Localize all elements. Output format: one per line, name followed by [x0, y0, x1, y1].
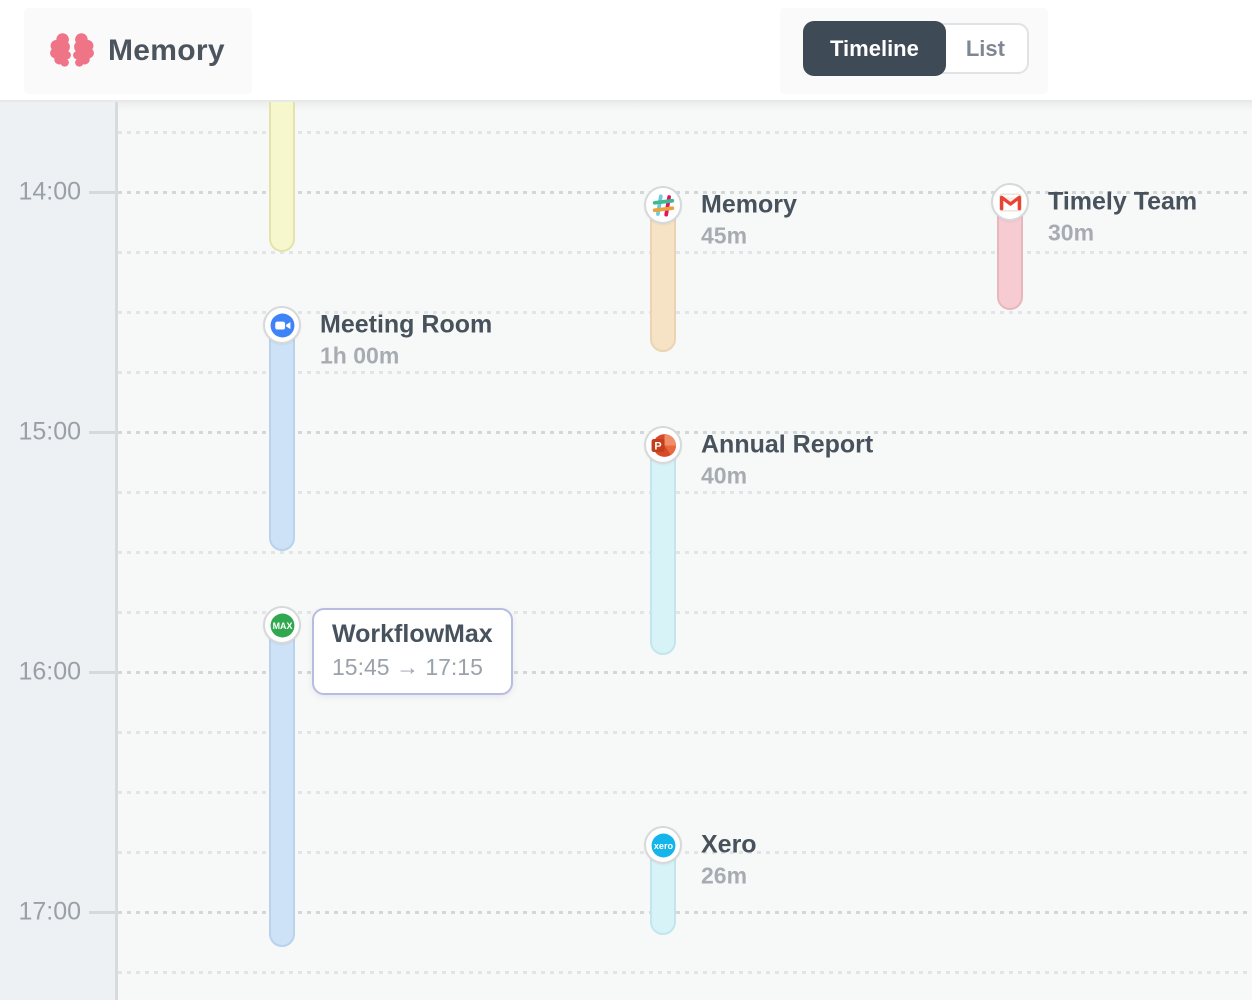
timeline-tab[interactable]: Timeline — [803, 21, 946, 76]
svg-text:P: P — [654, 440, 661, 452]
quarter-gridline — [118, 491, 1252, 494]
hour-tick — [89, 671, 115, 674]
hour-gridline — [118, 911, 1252, 914]
workflowmax-icon: MAX — [263, 606, 301, 644]
timeline-sidebar: 14:00 15:00 16:00 17:00 — [0, 102, 115, 1000]
view-toggle-panel: Timeline List — [780, 8, 1048, 94]
zoom-icon — [263, 306, 301, 344]
event-tooltip: WorkflowMax 15:45 → 17:15 — [312, 608, 513, 695]
slack-icon — [644, 186, 682, 224]
svg-text:xero: xero — [653, 840, 673, 850]
quarter-gridline — [118, 611, 1252, 614]
quarter-gridline — [118, 791, 1252, 794]
event-duration: 45m — [701, 222, 748, 249]
quarter-gridline — [118, 131, 1252, 134]
hour-tick — [89, 911, 115, 914]
event-pill-workflowmax[interactable] — [269, 612, 295, 947]
hour-label: 14:00 — [18, 177, 81, 206]
header-shadow — [118, 102, 1252, 111]
logo-panel: Memory — [24, 8, 252, 94]
hour-label: 16:00 — [18, 657, 81, 686]
event-title: Timely Team — [1048, 187, 1198, 216]
quarter-gridline — [118, 971, 1252, 974]
hour-tick — [89, 431, 115, 434]
event-duration: 40m — [701, 462, 748, 489]
hour-gridline — [118, 671, 1252, 674]
powerpoint-icon: P — [644, 426, 682, 464]
hour-label: 17:00 — [18, 897, 81, 926]
quarter-gridline — [118, 731, 1252, 734]
event-duration: 1h 00m — [320, 342, 400, 369]
gmail-icon — [991, 183, 1029, 221]
event-duration: 30m — [1048, 219, 1095, 246]
hour-gridline — [118, 431, 1252, 434]
event-pill-earlier-entry[interactable] — [269, 102, 295, 252]
quarter-gridline — [118, 251, 1252, 254]
app-title: Memory — [108, 34, 225, 67]
view-toggle: Timeline List — [803, 21, 1029, 76]
hour-label: 15:00 — [18, 417, 81, 446]
app-header: Memory Timeline List — [0, 0, 1252, 102]
event-title: Memory — [701, 190, 797, 219]
list-tab[interactable]: List — [931, 23, 1029, 74]
event-pill-annual-report[interactable] — [650, 432, 676, 655]
quarter-gridline — [118, 551, 1252, 554]
quarter-gridline — [118, 311, 1252, 314]
event-title: Xero — [701, 830, 757, 859]
timeline-axis-border — [115, 102, 118, 1000]
brain-icon — [49, 30, 95, 72]
xero-icon: xero — [644, 826, 682, 864]
event-title: Meeting Room — [320, 310, 493, 339]
tooltip-title: WorkflowMax — [332, 620, 493, 648]
event-pill-meeting-room[interactable] — [269, 312, 295, 551]
hour-gridline — [118, 191, 1252, 194]
event-title: Annual Report — [701, 430, 874, 459]
tooltip-time-range: 15:45 → 17:15 — [332, 654, 483, 680]
svg-text:MAX: MAX — [272, 621, 292, 631]
quarter-gridline — [118, 371, 1252, 374]
quarter-gridline — [118, 851, 1252, 854]
event-duration: 26m — [701, 862, 748, 889]
hour-tick — [89, 191, 115, 194]
